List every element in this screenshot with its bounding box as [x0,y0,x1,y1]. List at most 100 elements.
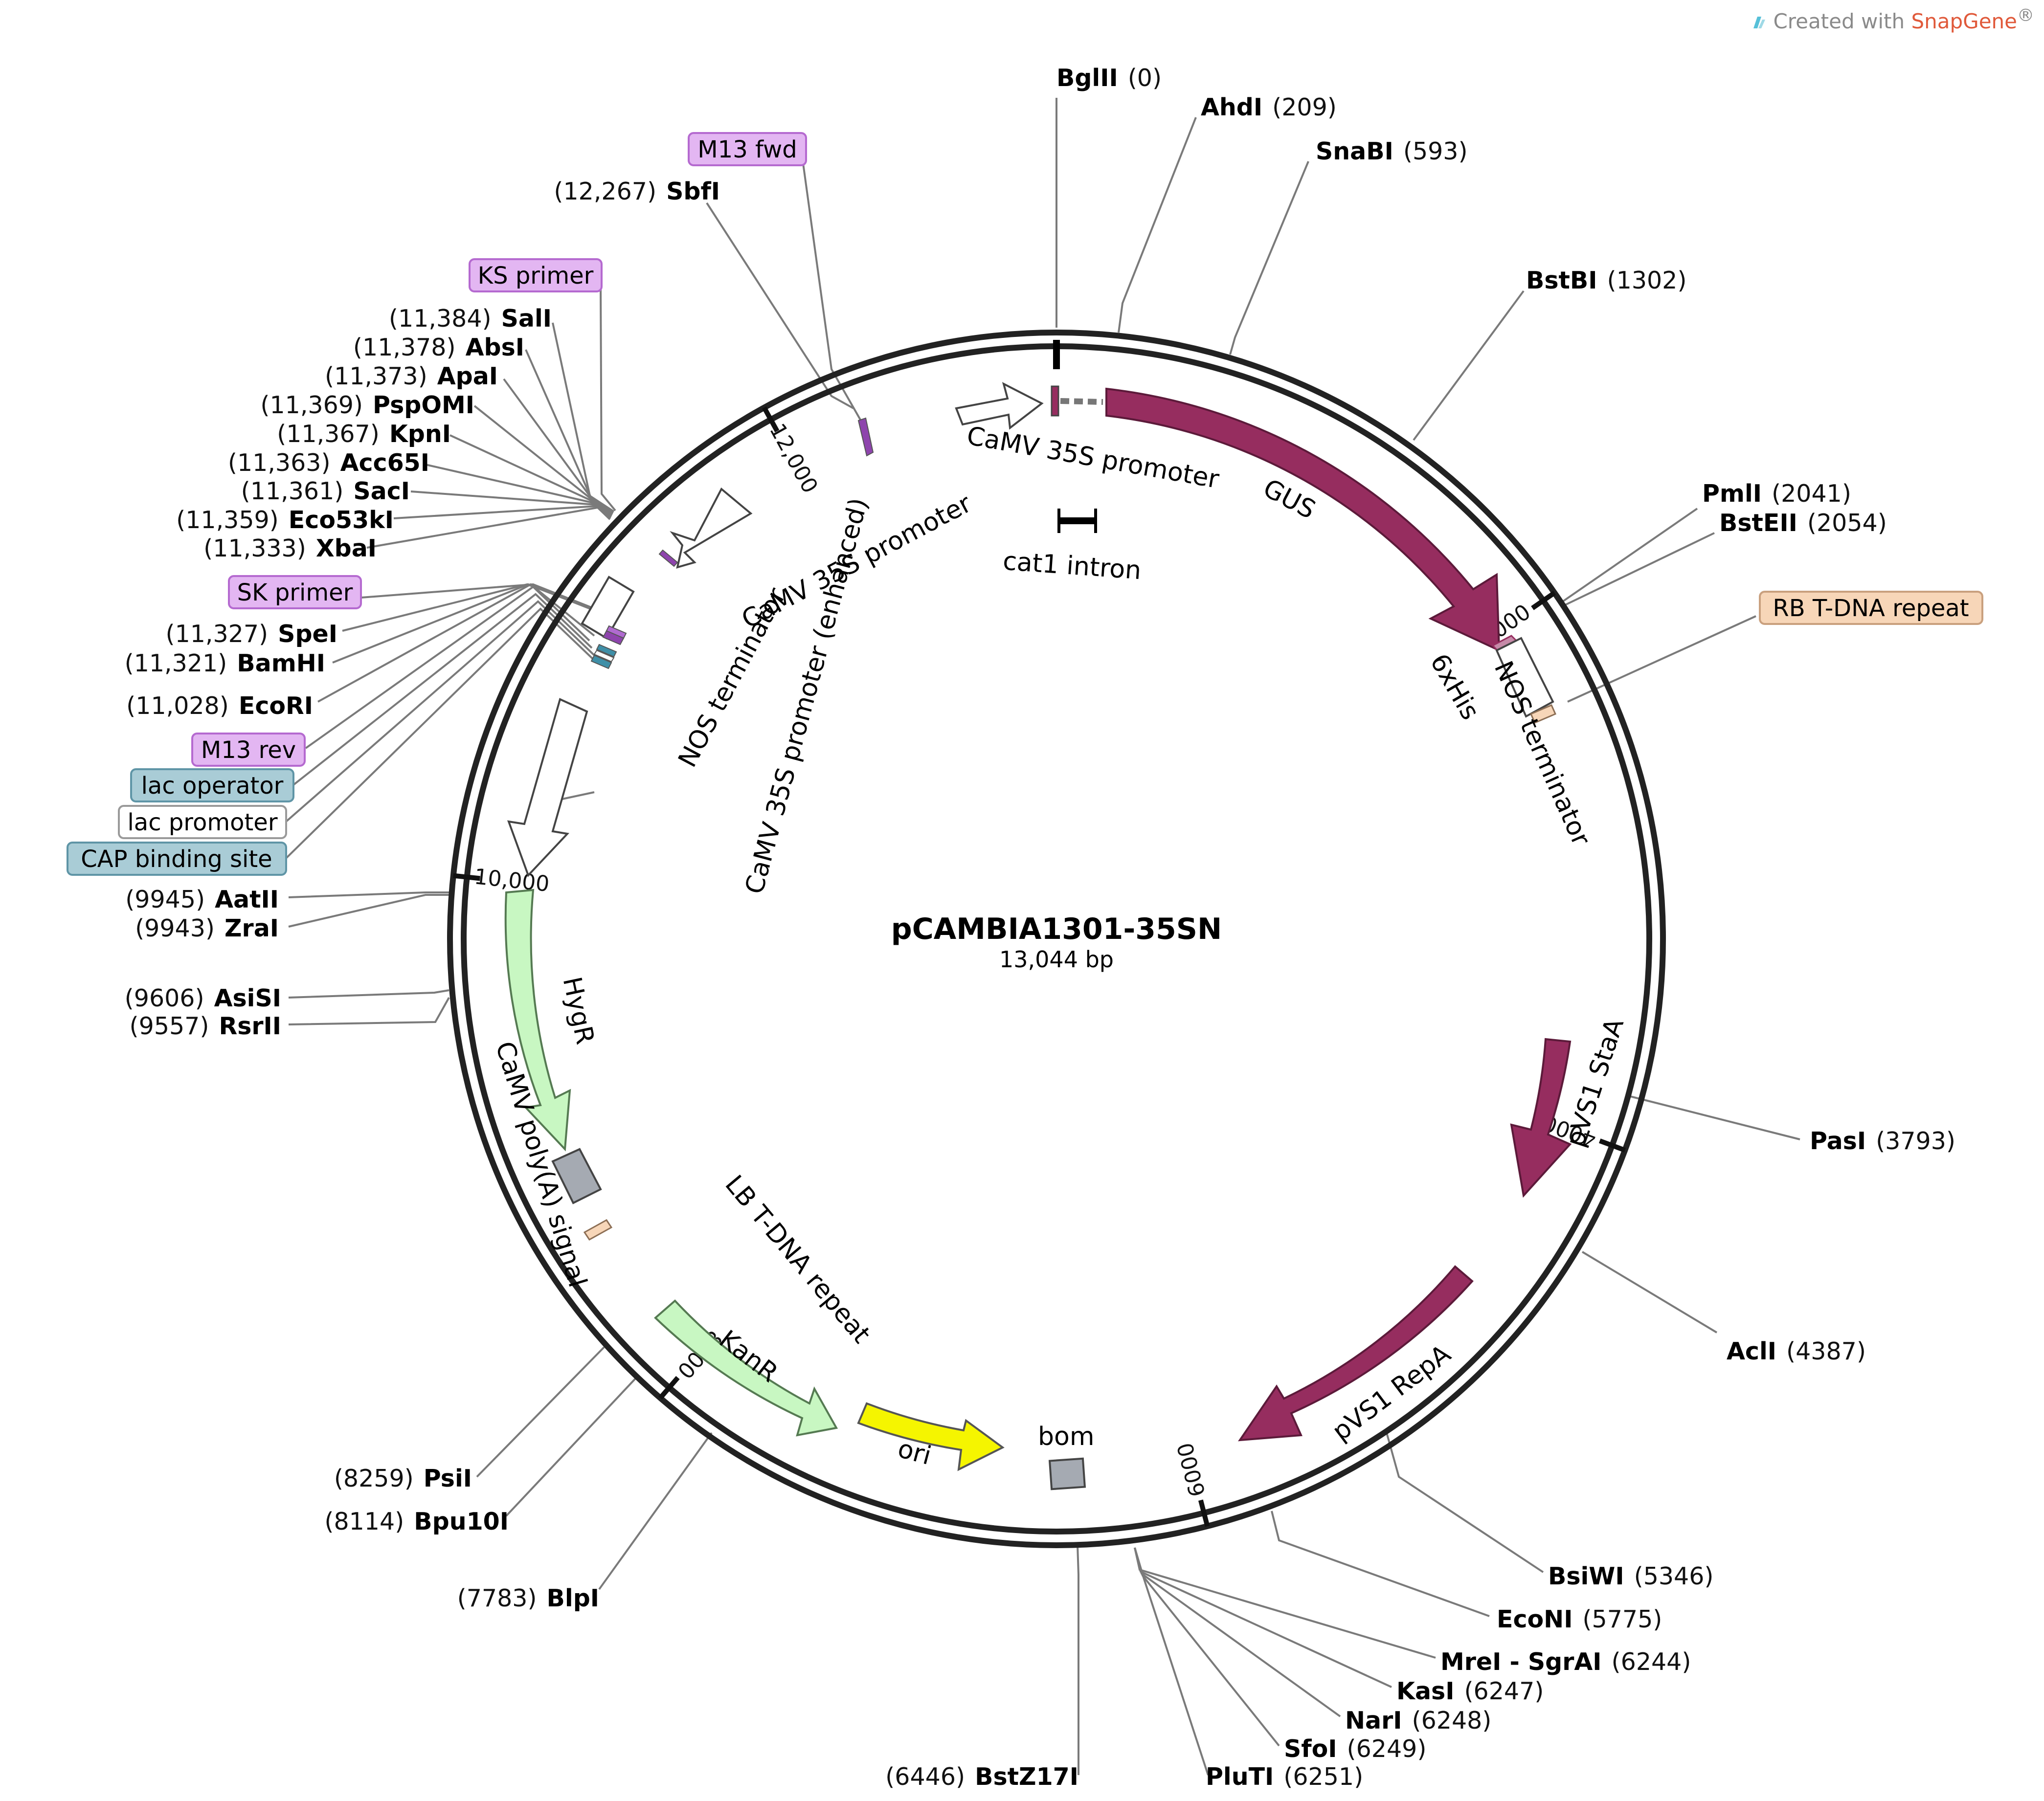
tagged-feature-labels: M13 fwd KS primer SK primer M13 rev lac … [67,132,1983,876]
enzyme-label-saci[interactable]: (11,361)SacI [241,477,410,505]
tag-rb-tdna-repeat-box [1759,591,1983,625]
enzyme-label-sfoi[interactable]: SfoI(6249) [1284,1735,1426,1763]
backbone-outer-strand [447,330,1666,1548]
tick-label-12000: 12,000 [764,420,823,497]
feature-m13-fwd [857,417,874,457]
enzyme-label-eco53ki[interactable]: (11,359)Eco53kI [176,506,394,534]
enzyme-label-bstbi[interactable]: BstBI(1302) [1526,267,1686,294]
enzyme-label-ahdi[interactable]: AhdI(209) [1201,93,1337,121]
enzyme-leader-mrei [1134,1547,1436,1659]
enzyme-label-sbfi[interactable]: (12,267)SbfI [554,178,720,205]
enzyme-label-acc65i[interactable]: (11,363)Acc65I [228,449,429,477]
feature-pvs1-staa [1510,1038,1572,1198]
tick-mark-8000 [658,1376,680,1400]
enzyme-label-asisi[interactable]: (9606)AsiSI [125,984,281,1012]
feature-label-6xhis: 6xHis [1424,649,1485,725]
enzyme-label-blpi[interactable]: (7783)BlpI [457,1584,599,1612]
enzyme-label-aatii[interactable]: (9945)AatII [125,886,279,913]
tick-mark-6000 [1198,1499,1210,1527]
tag-cap-binding-site-text: CAP binding site [81,845,272,873]
enzyme-label-spei[interactable]: (11,327)SpeI [165,620,337,648]
enzyme-label-kasi[interactable]: KasI(6247) [1396,1677,1544,1705]
feature-ori [857,1402,1005,1471]
enzyme-label-xbai[interactable]: (11,333)XbaI [203,534,377,562]
feature-leader-rb-repeat [1567,615,1756,703]
feature-dashed-link [1060,398,1103,405]
enzyme-leader-pluti [1134,1547,1209,1776]
credit-mark: ® [2017,6,2034,25]
enzyme-leader-nari [1134,1547,1341,1717]
feature-ks-primer [658,549,678,567]
feature-label-bom: bom [1038,1422,1094,1451]
tag-ks-primer[interactable]: KS primer [469,258,603,292]
enzyme-leader-acc65i [425,464,612,517]
enzyme-label-sali[interactable]: (11,384)SalI [389,305,552,333]
feature-label-hygr: HygR [557,974,600,1046]
enzyme-label-absi[interactable]: (11,378)AbsI [353,334,524,361]
enzyme-label-kpni[interactable]: (11,367)KpnI [277,420,451,448]
tag-lac-operator-box [130,768,294,802]
enzyme-label-snabi[interactable]: SnaBI(593) [1316,137,1468,165]
enzyme-label-bglii[interactable]: BglII(0) [1056,64,1162,92]
tag-lac-operator-text: lac operator [141,772,284,800]
enzyme-leader-acli [1581,1251,1718,1334]
features [504,382,1572,1490]
enzyme-label-nari[interactable]: NarI(6248) [1345,1707,1491,1734]
enzyme-labels: BglII(0) AhdI(209) SnaBI(593) BstBI(1302… [125,64,1955,1791]
feature-leader-m13-fwd [801,156,862,421]
enzyme-label-mrei-sgrai[interactable]: MreI - SgrAI(6244) [1440,1648,1691,1676]
feature-leader-sk-primer [342,583,609,615]
enzyme-label-acli[interactable]: AclI(4387) [1727,1337,1866,1365]
tag-ks-primer-box [469,258,603,292]
tag-m13-rev-text: M13 rev [201,736,296,764]
tick-label-6000: 6000 [1173,1440,1211,1499]
enzyme-label-bsteii[interactable]: BstEII(2054) [1719,509,1887,537]
feature-label-cat1-intron: cat1 intron [1002,547,1142,586]
tag-cap-binding-site[interactable]: CAP binding site [67,842,287,876]
enzyme-leader-apai [503,378,614,514]
enzyme-leader-bstbi [1413,290,1525,441]
enzyme-leader-eco53ki [393,505,611,519]
tag-sk-primer-box [228,575,362,609]
enzyme-leader-rsrii [288,997,450,1025]
feature-pvs1-repa [1237,1265,1474,1442]
enzyme-label-bamhi[interactable]: (11,321)BamHI [125,649,325,677]
enzyme-label-pmli[interactable]: PmlI(2041) [1702,480,1851,508]
enzyme-label-econi[interactable]: EcoNI(5775) [1497,1605,1662,1633]
snapgene-logo-icon [1753,17,1766,28]
tag-m13-fwd[interactable]: M13 fwd [688,132,807,166]
enzyme-leader-aatii [288,891,449,898]
enzyme-label-pluti[interactable]: PluTI(6251) [1206,1763,1363,1791]
enzyme-leader-pmli [1562,508,1698,602]
enzyme-label-psii[interactable]: (8259)PsiI [334,1465,472,1492]
tag-sk-primer[interactable]: SK primer [228,575,362,609]
feature-label-camv35s-top: CaMV 35S promoter [965,421,1221,494]
enzyme-label-bstz17i[interactable]: (6446)BstZ17I [885,1763,1078,1791]
tag-rb-tdna-repeat[interactable]: RB T-DNA repeat [1759,591,1983,625]
tag-cap-binding-site-box [67,842,287,876]
enzyme-label-bsiwi[interactable]: BsiWI(5346) [1548,1562,1714,1590]
enzyme-leader-pasi [1626,1094,1800,1140]
tag-m13-fwd-text: M13 fwd [697,136,797,163]
enzyme-label-zrai[interactable]: (9943)ZraI [135,914,279,942]
enzyme-leader-bpu10i [505,1376,638,1517]
feature-hygr [504,889,571,1152]
feature-lac-operator [596,644,617,658]
feature-leader-nos-left [560,791,595,800]
feature-lac-promoter [593,649,615,663]
tag-m13-rev[interactable]: M13 rev [191,733,306,767]
enzyme-label-apai[interactable]: (11,373)ApaI [325,362,498,390]
tag-lac-operator[interactable]: lac operator [130,768,294,802]
enzyme-label-pasi[interactable]: PasI(3793) [1810,1127,1955,1155]
enzyme-label-ecori[interactable]: (11,028)EcoRI [126,692,313,720]
tag-lac-promoter[interactable]: lac promoter [118,805,287,839]
enzyme-label-rsrii[interactable]: (9557)RsrII [130,1012,281,1040]
feature-m13-rev [602,630,625,645]
leader-lines [285,98,1800,1776]
tag-m13-rev-box [191,733,306,767]
enzyme-label-bpu10i[interactable]: (8114)Bpu10I [324,1508,509,1535]
feature-label-lb-repeat: LB T-DNA repeat [719,1170,876,1349]
tag-rb-tdna-repeat-text: RB T-DNA repeat [1773,595,1969,622]
enzyme-label-pspomi[interactable]: (11,369)PspOMI [260,391,474,419]
